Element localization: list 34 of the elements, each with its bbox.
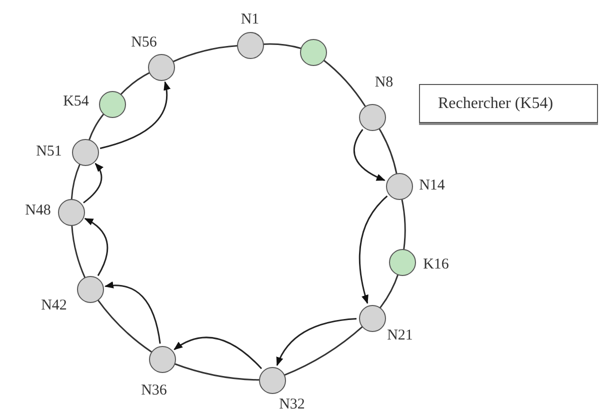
- lookup-arrow: [83, 162, 104, 204]
- ring-line: [120, 72, 150, 96]
- ring-line: [379, 274, 399, 309]
- ring-line: [88, 113, 105, 140]
- lookup-arrow: [276, 318, 357, 366]
- lookup-arrow: [353, 128, 386, 181]
- ring-line: [322, 59, 366, 107]
- node-label: N32: [279, 398, 305, 412]
- ring-line: [71, 224, 86, 278]
- node-label: N56: [131, 36, 157, 50]
- node-label: K16: [423, 258, 449, 272]
- ring-line: [70, 163, 81, 200]
- node-label: N1: [240, 12, 260, 28]
- lookup-arrow: [358, 196, 388, 304]
- lookup-arrow: [104, 282, 161, 344]
- lookup-arrow: [84, 218, 108, 276]
- node-label: N36: [141, 384, 167, 398]
- ring-line: [173, 362, 260, 381]
- lookup-arrow: [174, 336, 262, 370]
- ring-line: [400, 198, 406, 250]
- node-label: N42: [41, 298, 67, 314]
- ring-line: [283, 326, 364, 376]
- ring-line: [96, 298, 152, 353]
- ring-line: [378, 127, 398, 174]
- node-label: N51: [36, 144, 62, 160]
- ring-line: [172, 45, 238, 63]
- node-label: N21: [387, 328, 413, 344]
- node-label: K54: [63, 94, 89, 110]
- node-label: N48: [25, 204, 51, 218]
- query-box: Rechercher (K54): [419, 84, 598, 123]
- node-label: N14: [419, 178, 445, 194]
- lookup-arrow: [100, 81, 170, 150]
- node-label: N8: [374, 76, 394, 90]
- ring-line: [262, 43, 302, 50]
